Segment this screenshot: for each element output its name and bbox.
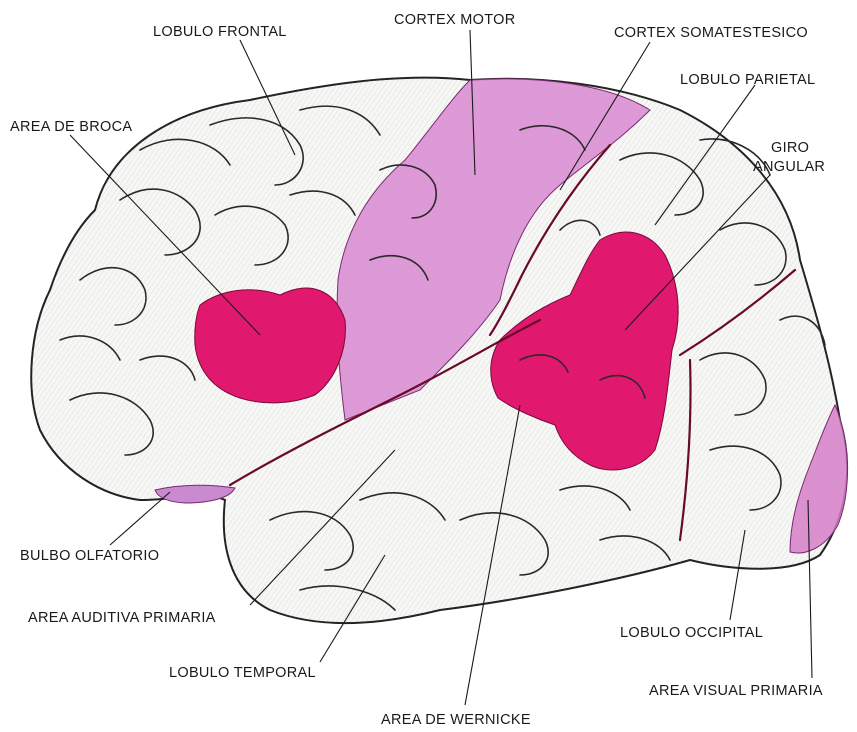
label-lobulo-frontal: LOBULO FRONTAL xyxy=(153,24,287,40)
label-lobulo-parietal: LOBULO PARIETAL xyxy=(680,72,815,88)
label-area-visual-primaria: AREA VISUAL PRIMARIA xyxy=(649,683,823,699)
label-lobulo-occipital: LOBULO OCCIPITAL xyxy=(620,625,763,641)
label-angular: ANGULAR xyxy=(753,159,825,175)
label-giro: GIRO xyxy=(771,140,809,156)
broca-area xyxy=(195,288,346,403)
label-area-auditiva-primaria: AREA AUDITIVA PRIMARIA xyxy=(28,610,216,626)
label-lobulo-temporal: LOBULO TEMPORAL xyxy=(169,665,316,681)
label-cortex-somatestesico: CORTEX SOMATESTESICO xyxy=(614,25,808,41)
label-area-de-wernicke: AREA DE WERNICKE xyxy=(381,712,531,728)
label-cortex-motor: CORTEX MOTOR xyxy=(394,12,516,28)
label-bulbo-olfatorio: BULBO OLFATORIO xyxy=(20,548,159,564)
label-area-de-broca: AREA DE BROCA xyxy=(10,119,132,135)
